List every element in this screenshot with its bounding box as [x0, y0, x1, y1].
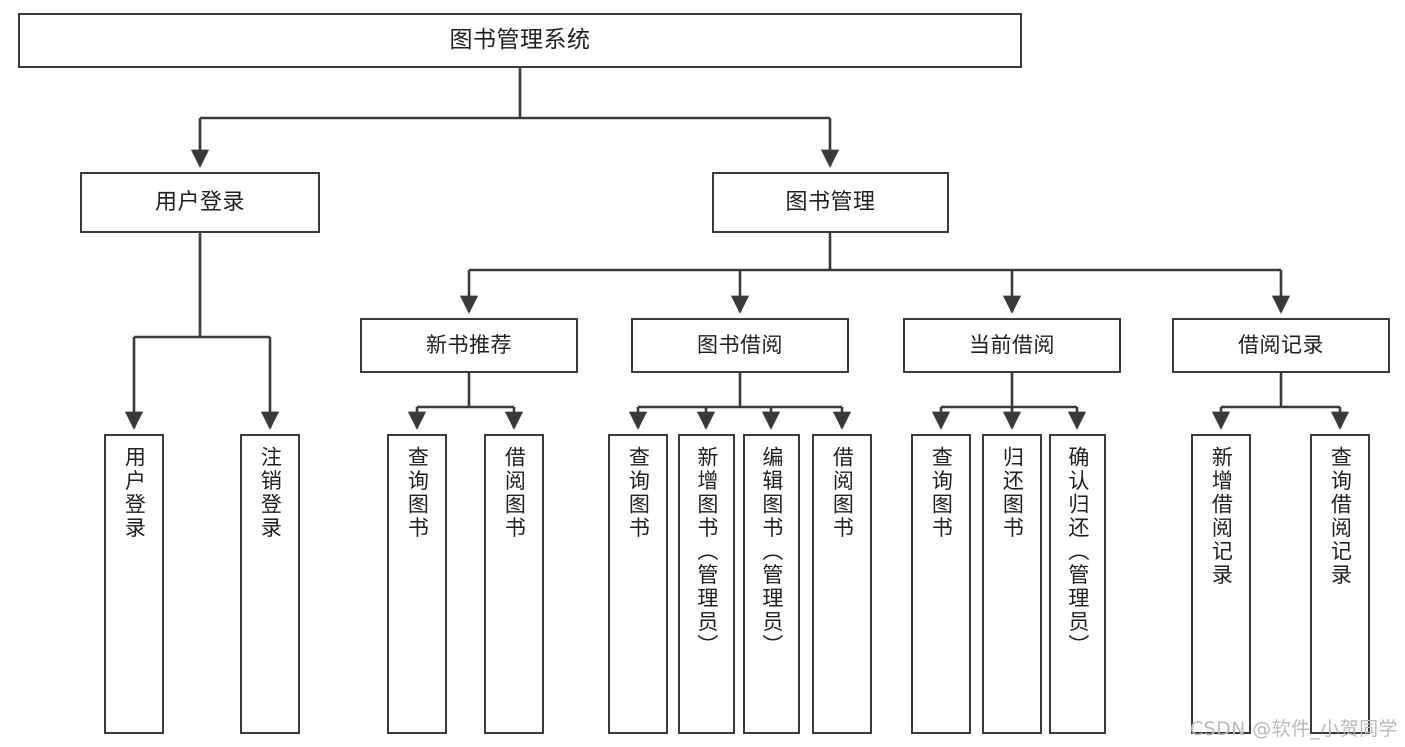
node-label: 借阅记录: [1238, 333, 1324, 358]
node-label: 借阅图书: [830, 446, 855, 540]
node-label: 新增借阅记录: [1209, 446, 1234, 587]
leaf-node[interactable]: 编辑图书（管理员）: [743, 434, 800, 734]
node-label: 确认归还（管理员）: [1065, 446, 1090, 658]
leaf-node[interactable]: 查询图书: [911, 434, 971, 734]
leaf-node[interactable]: 用户登录: [104, 434, 164, 734]
leaf-node[interactable]: 新增图书（管理员）: [678, 434, 735, 734]
node-label: 查询图书: [405, 446, 430, 540]
node-root-system[interactable]: 图书管理系统: [18, 13, 1022, 68]
leaf-node[interactable]: 查询借阅记录: [1310, 434, 1370, 734]
node-label: 查询借阅记录: [1328, 446, 1353, 587]
node-book-borrowing[interactable]: 图书借阅: [631, 318, 849, 373]
leaf-node[interactable]: 借阅图书: [484, 434, 544, 734]
node-book-management[interactable]: 图书管理: [712, 172, 949, 233]
leaf-node[interactable]: 注销登录: [240, 434, 300, 734]
leaf-node[interactable]: 查询图书: [387, 434, 447, 734]
node-label: 用户登录: [122, 446, 147, 540]
node-label: 新书推荐: [426, 333, 512, 358]
node-label: 图书管理系统: [449, 26, 591, 53]
node-new-book-recommendation[interactable]: 新书推荐: [360, 318, 578, 373]
leaf-node[interactable]: 查询图书: [608, 434, 668, 734]
node-label: 当前借阅: [969, 333, 1055, 358]
leaf-node[interactable]: 归还图书: [982, 434, 1042, 734]
leaf-node[interactable]: 新增借阅记录: [1191, 434, 1251, 734]
node-label: 图书管理: [785, 189, 876, 215]
node-borrowing-records[interactable]: 借阅记录: [1172, 318, 1390, 373]
node-label: 借阅图书: [502, 446, 527, 540]
csdn-watermark: CSDN @软件_小贺同学: [1190, 718, 1398, 740]
node-label: 编辑图书（管理员）: [759, 446, 784, 658]
leaf-node[interactable]: 借阅图书: [812, 434, 872, 734]
node-label: 查询图书: [626, 446, 651, 540]
node-label: 新增图书（管理员）: [694, 446, 719, 658]
node-current-borrowing[interactable]: 当前借阅: [903, 318, 1121, 373]
node-user-login[interactable]: 用户登录: [80, 172, 320, 233]
node-label: 图书借阅: [697, 333, 783, 358]
node-label: 查询图书: [929, 446, 954, 540]
node-label: 注销登录: [258, 446, 283, 540]
leaf-node[interactable]: 确认归还（管理员）: [1049, 434, 1106, 734]
node-label: 用户登录: [154, 189, 245, 215]
node-label: 归还图书: [1000, 446, 1025, 540]
